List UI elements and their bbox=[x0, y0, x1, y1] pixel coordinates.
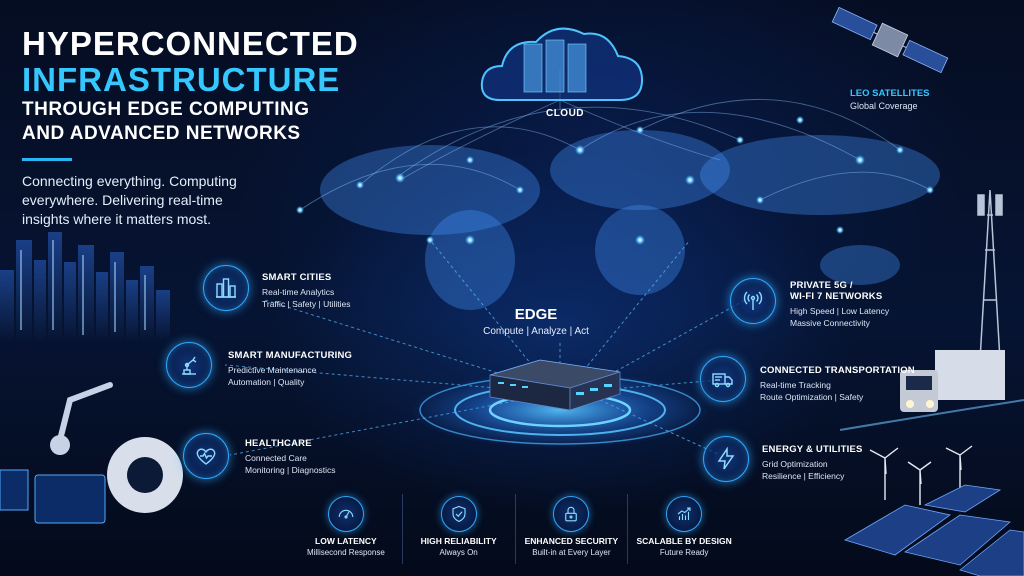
tagline: Connecting everything. Computing everywh… bbox=[22, 173, 237, 227]
title-line-4: AND ADVANCED NETWORKS bbox=[22, 123, 301, 144]
robot-arm-illustration bbox=[57, 382, 113, 443]
smart-cities-line-2: Traffic | Safety | Utilities bbox=[262, 299, 351, 309]
wind-turbines bbox=[869, 445, 973, 505]
shield-check-icon bbox=[440, 496, 477, 532]
title-line-3: THROUGH EDGE COMPUTING bbox=[22, 99, 310, 120]
feature-subtitle: Always On bbox=[439, 548, 478, 557]
feature-title: ENHANCED SECURITY bbox=[524, 536, 619, 546]
growth-chart-icon bbox=[666, 496, 703, 532]
world-map bbox=[320, 130, 940, 310]
private-5g-title-2: WI-FI 7 NETWORKS bbox=[790, 291, 883, 302]
title-line-2: INFRASTRUCTURE bbox=[22, 61, 341, 98]
feature-low-latency: LOW LATENCY Millisecond Response bbox=[290, 494, 403, 564]
truck-icon bbox=[700, 356, 746, 402]
cloud-label: CLOUD bbox=[545, 108, 585, 119]
monitor-screens bbox=[0, 469, 106, 524]
mri-scanner bbox=[107, 437, 183, 513]
feature-title: HIGH RELIABILITY bbox=[420, 536, 497, 546]
private-5g-label: PRIVATE 5G / WI-FI 7 NETWORKS High Speed… bbox=[790, 280, 889, 329]
feature-title: LOW LATENCY bbox=[315, 536, 377, 546]
connected-transportation-line-1: Real-time Tracking bbox=[760, 380, 831, 390]
feature-enhanced-security: ENHANCED SECURITY Built-in at Every Laye… bbox=[516, 494, 629, 564]
solar-panels bbox=[844, 484, 1024, 576]
connected-transportation-line-2: Route Optimization | Safety bbox=[760, 392, 864, 402]
energy-utilities-title: ENERGY & UTILITIES bbox=[762, 444, 863, 455]
edge-server-icon bbox=[489, 359, 621, 411]
feature-subtitle: Future Ready bbox=[659, 548, 709, 557]
network-nodes bbox=[296, 116, 934, 245]
feature-title: SCALABLE BY DESIGN bbox=[636, 536, 732, 546]
smart-cities-title: SMART CITIES bbox=[262, 272, 332, 283]
healthcare-title: HEALTHCARE bbox=[245, 438, 312, 449]
healthcare-line-1: Connected Care bbox=[245, 453, 307, 463]
feature-bar: LOW LATENCY Millisecond Response HIGH RE… bbox=[290, 494, 740, 564]
smart-manufacturing-line-1: Predictive Maintenance bbox=[228, 365, 317, 375]
feature-subtitle: Millisecond Response bbox=[306, 548, 385, 557]
title-underline bbox=[22, 158, 72, 161]
feature-high-reliability: HIGH RELIABILITY Always On bbox=[403, 494, 516, 564]
energy-utilities-label: ENERGY & UTILITIES Grid Optimization Res… bbox=[762, 444, 863, 482]
road-lights bbox=[839, 399, 1024, 431]
connected-transportation-label: CONNECTED TRANSPORTATION Real-time Track… bbox=[760, 365, 915, 403]
smart-cities-line-1: Real-time Analytics bbox=[262, 287, 335, 297]
smart-manufacturing-label: SMART MANUFACTURING Predictive Maintenan… bbox=[228, 350, 352, 388]
edge-subtitle: Compute | Analyze | Act bbox=[483, 326, 589, 337]
energy-utilities-line-1: Grid Optimization bbox=[762, 459, 828, 469]
healthcare-line-2: Monitoring | Diagnostics bbox=[245, 465, 336, 475]
antenna-signal-icon bbox=[730, 278, 776, 324]
feature-scalable: SCALABLE BY DESIGN Future Ready bbox=[628, 494, 740, 564]
smart-manufacturing-line-2: Automation | Quality bbox=[228, 377, 305, 387]
title-block: HYPERCONNECTED INFRASTRUCTURE THROUGH ED… bbox=[22, 26, 402, 161]
private-5g-line-1: High Speed | Low Latency bbox=[790, 306, 890, 316]
feature-subtitle: Built-in at Every Layer bbox=[532, 548, 611, 557]
title-line-1: HYPERCONNECTED bbox=[22, 25, 359, 62]
city-buildings-icon bbox=[203, 265, 249, 311]
speedometer-icon bbox=[327, 496, 364, 532]
satellite-icon bbox=[831, 6, 949, 74]
satellites-title: LEO SATELLITES bbox=[850, 88, 930, 99]
satellites-subtitle: Global Coverage bbox=[850, 101, 918, 111]
private-5g-title: PRIVATE 5G / bbox=[790, 280, 853, 291]
network-arcs bbox=[299, 70, 931, 211]
smart-cities-label: SMART CITIES Real-time Analytics Traffic… bbox=[262, 272, 351, 310]
smart-manufacturing-title: SMART MANUFACTURING bbox=[228, 350, 353, 361]
truck-illustration bbox=[900, 350, 1005, 412]
robot-arm-icon bbox=[166, 342, 212, 388]
cell-tower bbox=[977, 189, 1003, 361]
private-5g-line-2: Massive Connectivity bbox=[790, 318, 870, 328]
energy-utilities-line-2: Resilience | Efficiency bbox=[762, 471, 845, 481]
cloud-icon bbox=[480, 27, 644, 101]
robot-base bbox=[50, 435, 70, 455]
connected-transportation-title: CONNECTED TRANSPORTATION bbox=[760, 365, 915, 376]
healthcare-label: HEALTHCARE Connected Care Monitoring | D… bbox=[245, 438, 336, 476]
lightning-bolt-icon bbox=[703, 436, 749, 482]
edge-title: EDGE bbox=[514, 306, 558, 323]
heart-pulse-icon bbox=[183, 433, 229, 479]
padlock-icon bbox=[553, 496, 590, 532]
city-windows bbox=[20, 240, 146, 335]
